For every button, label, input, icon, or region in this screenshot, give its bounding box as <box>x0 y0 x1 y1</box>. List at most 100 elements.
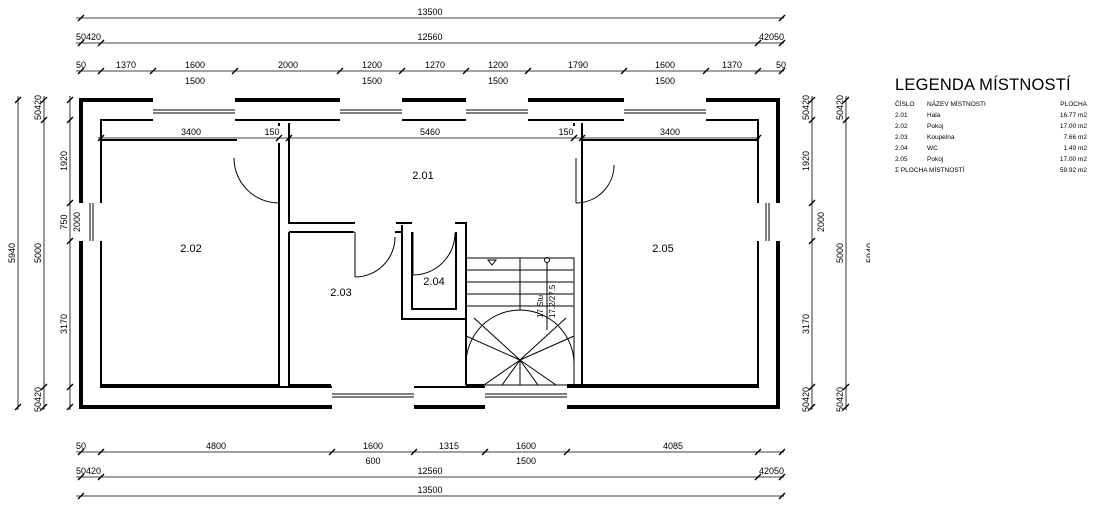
legend-total-label: Σ PLOCHA MÍSTNOSTÍ <box>895 167 965 174</box>
floor-plan: 2.01 2.02 2.03 2.04 2.05 17 Stu 17.2/27.… <box>7 7 870 500</box>
dim-bottom-inner: 12560 <box>417 466 442 476</box>
dimension-texts-bottom: 50 4800 1600 1315 1600 4085 600 1500 504… <box>76 441 784 495</box>
room-label-2-05: 2.05 <box>652 243 673 255</box>
dim-right-seg: 3170 <box>801 314 811 334</box>
window-openings-top <box>153 97 706 123</box>
stairs-count-label: 17 Stu <box>536 295 545 318</box>
legend-area: 17.00 m2 <box>1059 156 1087 163</box>
legend-header-number: ČÍSLO <box>895 101 915 108</box>
interior-walls <box>101 123 758 386</box>
staircase <box>465 257 575 386</box>
dimension-lines <box>17 17 847 497</box>
legend-row: 2.01 Hala 16.77 m2 <box>895 112 1087 123</box>
legend-number: 2.05 <box>895 156 908 163</box>
dim-top-inner: 12560 <box>417 32 442 42</box>
legend-header-row: ČÍSLO NÁZEV MÍSTNOSTI PLOCHA <box>895 101 1087 112</box>
dim-top-seg: 1370 <box>722 60 742 70</box>
legend-area: 16.77 m2 <box>1059 112 1087 119</box>
room-label-2-04: 2.04 <box>423 276 444 288</box>
dim-top-seg: 1370 <box>116 60 136 70</box>
dim-left-inner: 5000 <box>33 243 43 263</box>
dim-bottom-wall-left: 50420 <box>76 466 101 476</box>
legend-name: Pokoj <box>927 156 944 163</box>
dim-bottom-seg: 1600 <box>363 441 383 451</box>
dim-top-seg: 2000 <box>278 60 298 70</box>
dim-inner-wall: 150 <box>558 127 573 137</box>
dim-top-wall-left: 50420 <box>76 32 101 42</box>
room-label-2-01: 2.01 <box>412 170 433 182</box>
legend-name: WC <box>927 145 938 152</box>
room-legend: LEGENDA MÍSTNOSTÍ ČÍSLO NÁZEV MÍSTNOSTI … <box>895 76 1090 178</box>
dim-bottom-seg: 4085 <box>663 441 683 451</box>
legend-area: 7.66 m2 <box>1063 134 1088 141</box>
dim-left-wall-bottom: 50420 <box>33 387 43 412</box>
dimension-texts-left: 5940 50420 5000 50420 1920 750 3170 2000 <box>7 95 82 412</box>
dim-top-seg: 1270 <box>425 60 445 70</box>
dim-top-opening: 1500 <box>185 76 205 86</box>
dim-right-inner: 5000 <box>835 243 845 263</box>
dim-top-opening: 1500 <box>362 76 382 86</box>
legend-total-area: 59.92 m2 <box>1059 167 1087 174</box>
dim-bottom-opening: 1500 <box>516 456 536 466</box>
dim-right-seg: 1920 <box>801 151 811 171</box>
legend-table: ČÍSLO NÁZEV MÍSTNOSTI PLOCHA 2.01 Hala 1… <box>895 101 1087 178</box>
dim-bottom-opening: 600 <box>365 456 380 466</box>
legend-number: 2.02 <box>895 123 908 130</box>
dim-top-seg: 1200 <box>362 60 382 70</box>
legend-title: LEGENDA MÍSTNOSTÍ <box>895 76 1071 94</box>
outer-walls <box>79 98 780 409</box>
dim-inner-left: 3400 <box>181 127 201 137</box>
dim-left-seg: 3170 <box>59 314 69 334</box>
legend-header-area: PLOCHA <box>1060 101 1087 108</box>
dim-left-opening: 2000 <box>72 212 82 232</box>
legend-number: 2.01 <box>895 112 908 119</box>
legend-number: 2.04 <box>895 145 908 152</box>
dim-top-seg: 1600 <box>185 60 205 70</box>
dim-inner-right: 3400 <box>660 127 680 137</box>
dim-top-seg: 1200 <box>488 60 508 70</box>
dim-bottom-overall: 13500 <box>417 485 442 495</box>
dim-bottom-seg: 4800 <box>206 441 226 451</box>
legend-area: 1.49 m2 <box>1063 145 1088 152</box>
dim-top-overall: 13500 <box>417 7 442 17</box>
dim-left-overall: 5940 <box>7 243 17 263</box>
legend-row: 2.05 Pokoj 17.00 m2 <box>895 156 1087 167</box>
dim-left-wall-top: 50420 <box>33 95 43 120</box>
dim-bottom-start: 50 <box>76 441 86 451</box>
dim-top-seg: 1600 <box>655 60 675 70</box>
dim-left-seg: 1920 <box>59 151 69 171</box>
room-label-2-03: 2.03 <box>330 287 351 299</box>
legend-name: Koupelna <box>927 134 955 141</box>
room-labels: 2.01 2.02 2.03 2.04 2.05 17 Stu 17.2/27.… <box>180 170 673 318</box>
dim-right-wall-bottom-2: 50420 <box>835 387 845 412</box>
dim-right-wall-bottom: 50420 <box>801 387 811 412</box>
dim-top-opening: 1500 <box>488 76 508 86</box>
dim-top-end: 50 <box>776 60 786 70</box>
dimension-texts-inner: 3400 150 5460 150 3400 <box>181 127 680 137</box>
room-label-2-02: 2.02 <box>180 243 201 255</box>
dim-right-opening: 2000 <box>816 212 826 232</box>
dimension-ticks <box>14 14 850 500</box>
legend-total-row: Σ PLOCHA MÍSTNOSTÍ 59.92 m2 <box>895 167 1087 178</box>
dimension-texts-right: 50420 1920 3170 50420 2000 50420 5000 50… <box>801 95 870 412</box>
dim-right-overall: 5940 <box>865 243 870 263</box>
legend-name: Pokoj <box>927 123 944 130</box>
dim-right-wall-top-2: 50420 <box>835 95 845 120</box>
legend-area: 17.00 m2 <box>1059 123 1087 130</box>
legend-row: 2.03 Koupelna 7.66 m2 <box>895 134 1087 145</box>
legend-row: 2.04 WC 1.49 m2 <box>895 145 1087 156</box>
stairs-ratio-label: 17.2/27.5 <box>548 284 557 318</box>
legend-row: 2.02 Pokoj 17.00 m2 <box>895 123 1087 134</box>
dim-top-seg: 1790 <box>568 60 588 70</box>
dimension-texts-top: 13500 50420 12560 42050 50 1370 1600 200… <box>76 7 786 86</box>
legend-header-name: NÁZEV MÍSTNOSTI <box>927 101 986 108</box>
dim-right-wall-top: 50420 <box>801 95 811 120</box>
doors <box>233 157 615 278</box>
dim-left-seg: 750 <box>59 214 69 229</box>
window-openings-sides <box>78 203 781 241</box>
dim-bottom-wall-right: 42050 <box>759 466 784 476</box>
legend-name: Hala <box>927 112 941 119</box>
window-openings-bottom <box>332 384 567 410</box>
dim-inner-wall: 150 <box>264 127 279 137</box>
dim-top-start: 50 <box>76 60 86 70</box>
